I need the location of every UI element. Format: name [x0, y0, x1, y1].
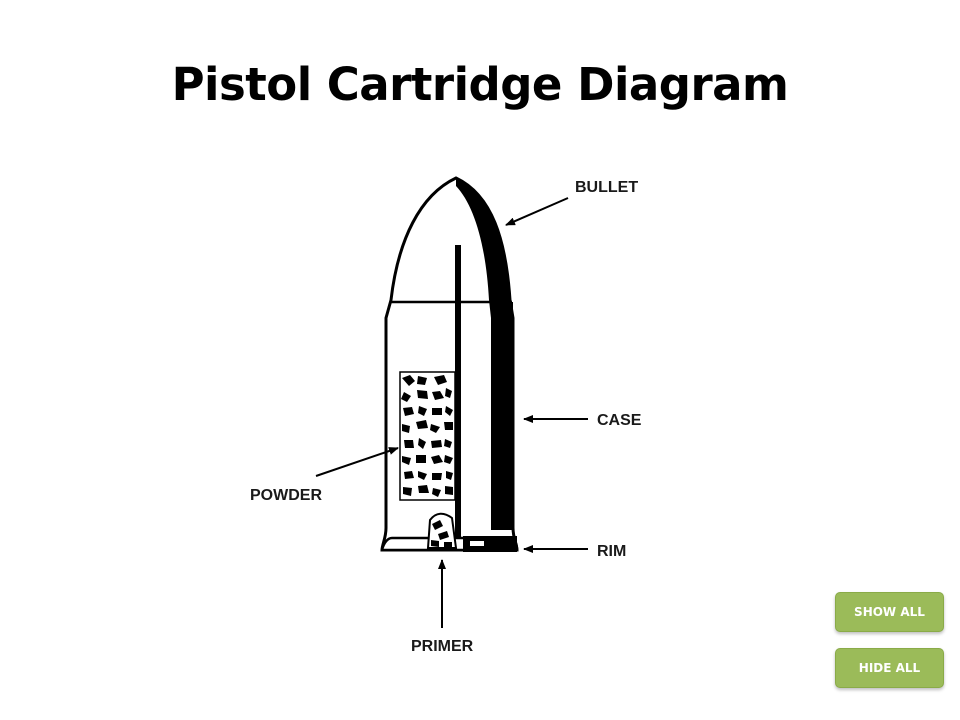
hide-all-button[interactable]: HIDE ALL — [835, 648, 944, 688]
primer-cup — [426, 512, 458, 549]
label-bullet: BULLET — [575, 179, 638, 196]
label-rim: RIM — [597, 543, 626, 560]
bullet-arrow — [505, 197, 569, 226]
label-primer: PRIMER — [411, 638, 474, 655]
powder-arrow — [315, 447, 399, 477]
label-powder: POWDER — [250, 487, 322, 504]
label-case: CASE — [597, 412, 642, 429]
page-title: Pistol Cartridge Diagram — [171, 58, 789, 111]
powder-granules — [399, 371, 456, 501]
show-all-button[interactable]: SHOW ALL — [835, 592, 944, 632]
